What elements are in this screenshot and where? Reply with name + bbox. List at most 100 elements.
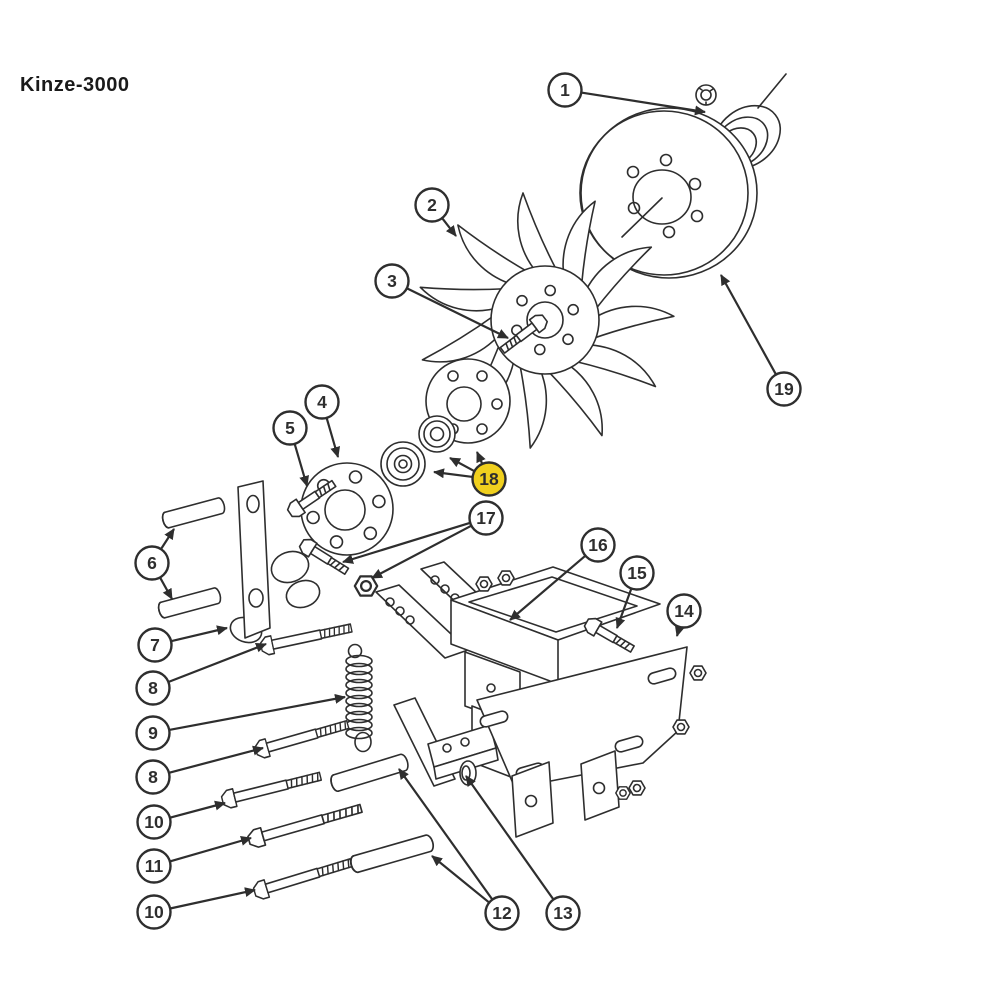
- callout-leader-arrow: [433, 468, 473, 479]
- callout-leader-arrow: [431, 855, 490, 904]
- callout-circle[interactable]: [135, 759, 171, 795]
- callout-number: 15: [627, 563, 647, 583]
- callout-18[interactable]: 18: [433, 451, 507, 497]
- callout-leader-arrow: [465, 775, 555, 901]
- callout-circle[interactable]: [414, 187, 450, 223]
- callout-number: 13: [553, 903, 573, 923]
- callout-3[interactable]: 3: [374, 263, 509, 339]
- callout-circle[interactable]: [304, 384, 340, 420]
- callout-15[interactable]: 15: [615, 555, 655, 629]
- callout-number: 11: [145, 856, 164, 876]
- callout-number: 19: [774, 379, 794, 399]
- callout-4[interactable]: 4: [304, 384, 341, 458]
- callout-leader-arrow: [293, 443, 309, 487]
- callout-leader-arrow: [169, 887, 256, 910]
- callout-leader-arrow: [168, 745, 264, 774]
- callout-8[interactable]: 8: [135, 745, 264, 795]
- callout-leader-arrow: [169, 835, 252, 863]
- callout-10[interactable]: 10: [136, 800, 226, 840]
- callout-circle[interactable]: [619, 555, 655, 591]
- bearing-small: [418, 415, 456, 453]
- pivot-pin-upper: [328, 752, 411, 794]
- callout-number: 2: [427, 195, 437, 215]
- callout-circle[interactable]: [136, 848, 172, 884]
- callout-circle[interactable]: [136, 804, 172, 840]
- callout-circle[interactable]: [545, 895, 581, 931]
- extension-spring: [345, 643, 373, 753]
- callout-11[interactable]: 11: [136, 835, 252, 884]
- callout-circle-highlighted[interactable]: [471, 461, 507, 497]
- callout-leader-arrow: [449, 457, 475, 473]
- callout-leader-arrow: [720, 274, 777, 376]
- callout-circle[interactable]: [136, 894, 172, 930]
- callout-circle[interactable]: [135, 715, 171, 751]
- callout-leader-arrow: [159, 576, 173, 600]
- callout-number: 1: [560, 80, 570, 100]
- callout-13[interactable]: 13: [465, 775, 581, 931]
- callout-1[interactable]: 1: [547, 72, 706, 116]
- callout-circle[interactable]: [484, 895, 520, 931]
- callout-number: 4: [317, 392, 327, 412]
- pivot-nut: [353, 575, 379, 597]
- callout-number: 14: [674, 601, 694, 621]
- callout-number: 10: [144, 812, 164, 832]
- callout-circle[interactable]: [135, 670, 171, 706]
- callout-17[interactable]: 17: [342, 500, 504, 579]
- callout-leader-arrow: [398, 768, 494, 901]
- callout-circle[interactable]: [137, 627, 173, 663]
- callout-circle[interactable]: [766, 371, 802, 407]
- callout-circle[interactable]: [272, 410, 308, 446]
- callout-leader-arrow: [169, 800, 226, 819]
- hex-bolt-8b: [252, 715, 351, 761]
- callout-12[interactable]: 12: [398, 768, 520, 931]
- callout-6[interactable]: 6: [134, 528, 175, 600]
- callout-number: 5: [285, 418, 295, 438]
- callout-leader-arrow: [170, 625, 228, 643]
- spacer-tube-upper: [160, 496, 227, 530]
- callout-leader-arrow: [160, 528, 175, 550]
- callout-leader-arrow: [441, 217, 457, 237]
- callout-leader-arrow: [509, 554, 587, 621]
- callout-number: 8: [148, 767, 158, 787]
- callout-leader-arrow: [342, 521, 471, 564]
- callout-circle[interactable]: [580, 527, 616, 563]
- callout-number: 9: [148, 723, 158, 743]
- callout-number: 12: [492, 903, 512, 923]
- pivot-washer: [459, 760, 477, 786]
- disc-blade: [579, 107, 758, 279]
- hex-bolt-8a: [258, 618, 354, 657]
- callout-5[interactable]: 5: [272, 410, 309, 487]
- callout-9[interactable]: 9: [135, 693, 346, 751]
- callout-number: 6: [147, 553, 157, 573]
- callout-16[interactable]: 16: [509, 527, 616, 621]
- hub-nut: [695, 84, 717, 106]
- pivot-arm: [229, 480, 321, 644]
- callout-8[interactable]: 8: [135, 642, 267, 706]
- callout-7[interactable]: 7: [137, 625, 228, 663]
- callout-leader-arrow: [167, 642, 267, 684]
- callout-circle[interactable]: [547, 72, 583, 108]
- callout-circle[interactable]: [468, 500, 504, 536]
- callout-10[interactable]: 10: [136, 887, 256, 930]
- callout-19[interactable]: 19: [720, 274, 802, 407]
- hex-bolt-10b: [251, 853, 355, 902]
- callout-circle[interactable]: [134, 545, 170, 581]
- callout-leader-arrow: [674, 625, 685, 637]
- callout-leader-arrow: [581, 91, 706, 116]
- callout-number: 17: [476, 508, 495, 528]
- callout-leader-arrow: [169, 693, 346, 732]
- callout-14[interactable]: 14: [666, 593, 702, 637]
- callout-number: 7: [150, 635, 160, 655]
- callout-leader-arrow: [325, 417, 341, 458]
- hex-bolt-10a: [219, 766, 324, 811]
- callout-circle[interactable]: [666, 593, 702, 629]
- callout-number: 18: [479, 469, 499, 489]
- bearing-large: [380, 441, 426, 487]
- callout-2[interactable]: 2: [414, 187, 457, 237]
- callout-leader-arrow: [615, 588, 633, 629]
- callout-circle[interactable]: [374, 263, 410, 299]
- callout-number: 10: [144, 902, 164, 922]
